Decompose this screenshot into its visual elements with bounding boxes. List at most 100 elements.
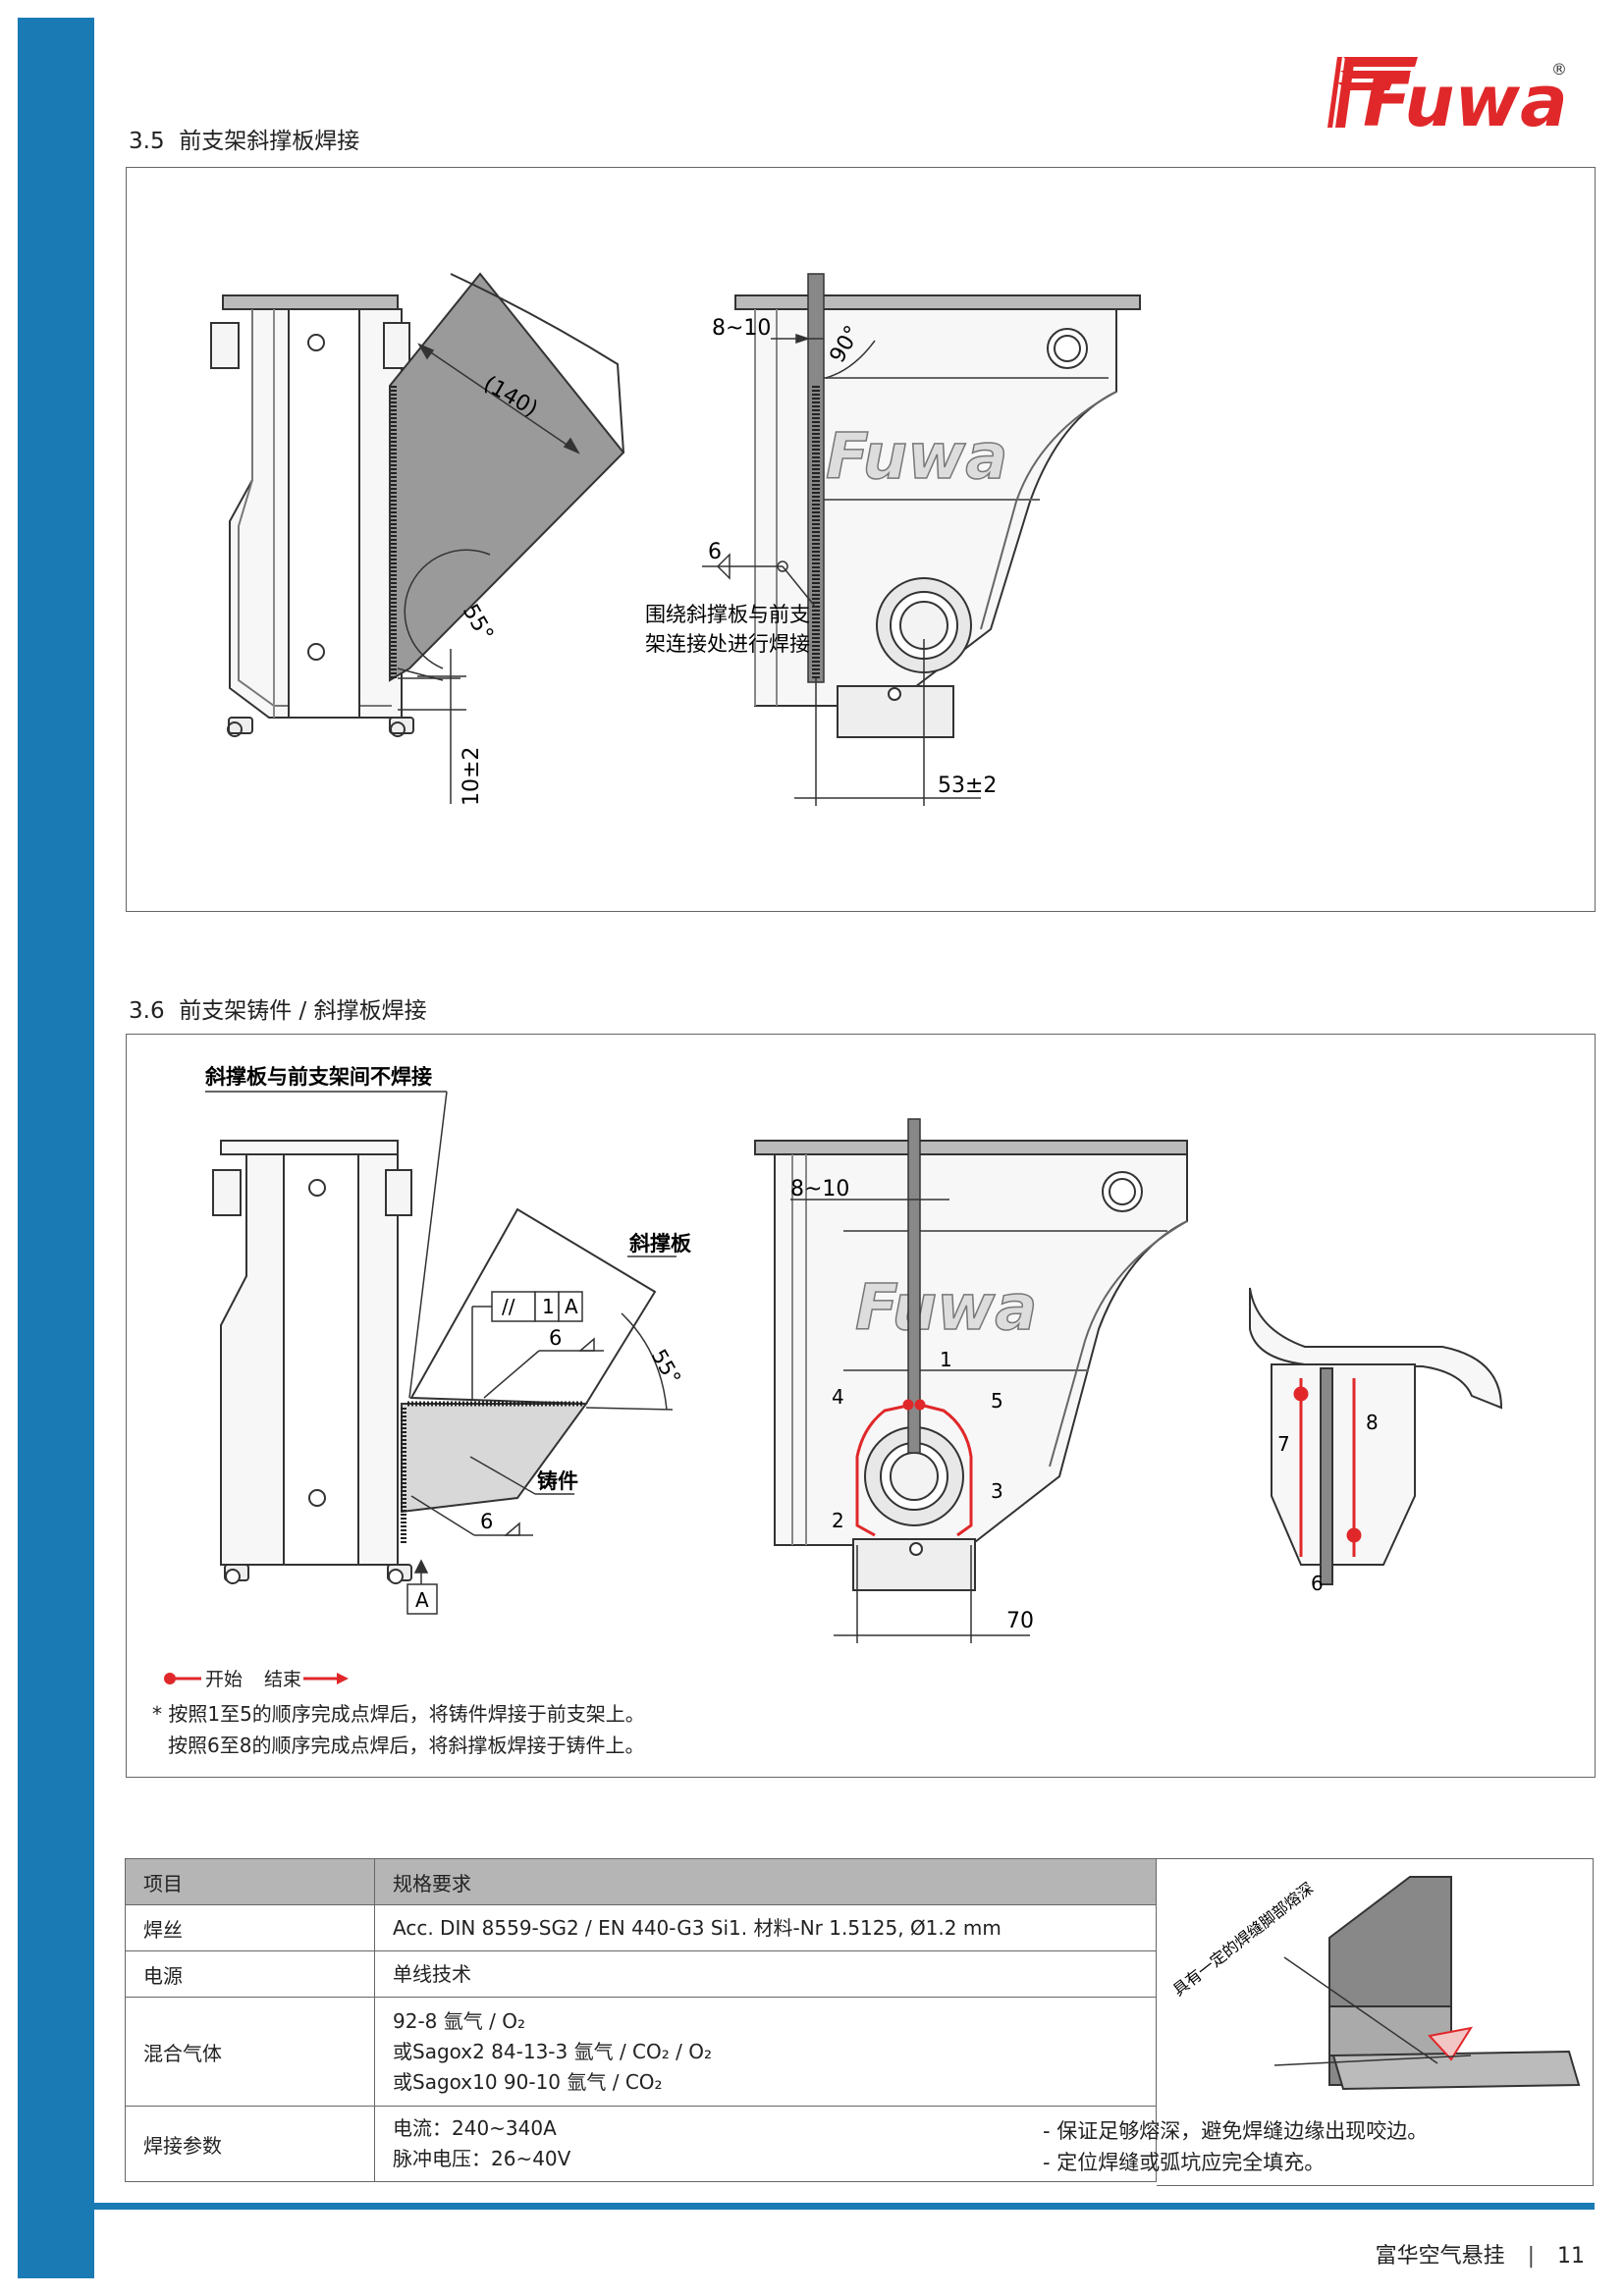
right-view-brace	[807, 273, 825, 683]
dimension-140	[417, 343, 580, 454]
header-item: 项目	[125, 1858, 375, 1905]
dim-70-label: 70	[1006, 1609, 1034, 1633]
casting-logo-middle: Fuwa	[855, 1272, 1037, 1345]
section-title-3-5: 3.5 前支架斜撑板焊接	[129, 122, 359, 155]
footnote: * 按照1至5的顺序完成点焊后，将铸件焊接于前支架上。 按照6至8的顺序完成点焊…	[152, 1698, 645, 1761]
page-number: 11	[1557, 2244, 1585, 2269]
dim-8-10-middle-label: 8~10	[790, 1177, 849, 1201]
angle-55-36-label: 55°	[647, 1346, 685, 1389]
footer-separator: |	[1527, 2244, 1535, 2269]
angle-90-arc	[825, 340, 876, 379]
footer-company: 富华空气悬挂	[1375, 2244, 1505, 2269]
spec-block: 项目 规格要求 焊丝 Acc. DIN 8559-SG2 / EN 440-G3…	[125, 1858, 1595, 2188]
weld-sequence-paths	[855, 1399, 973, 1537]
row-item: 焊接参数	[125, 2106, 375, 2182]
dim-53	[794, 639, 981, 806]
header-spec: 规格要求	[374, 1858, 1157, 1905]
figure-3-6-drawing: 斜撑板与前支架间不焊接 斜撑板 // 1 A 6 55° 铸件	[204, 1065, 1503, 1643]
row-value: 或Sagox10 90-10 氩气 / CO₂	[393, 2069, 663, 2094]
no-weld-leader	[408, 1091, 448, 1399]
start-marker-icon	[164, 1672, 201, 1684]
no-weld-label: 斜撑板与前支架间不焊接	[204, 1065, 432, 1089]
side-view-36	[1249, 1287, 1503, 1585]
dim-8-10-right-label: 8~10	[712, 316, 771, 341]
row-item: 混合气体	[125, 1997, 375, 2107]
brace-plate-36	[401, 1207, 657, 1545]
weld-6-label: 6	[708, 540, 722, 564]
middle-bracket-36	[754, 1140, 1188, 1591]
weld-legend: 开始 结束	[162, 1665, 350, 1691]
side-weld-paths	[1293, 1378, 1362, 1557]
dim-53-label: 53±2	[938, 774, 997, 798]
row-item: 电源	[125, 1950, 375, 1998]
row-value: 电流：240~340A	[393, 2116, 557, 2140]
dim-70	[834, 1545, 1030, 1643]
page-footer: 富华空气悬挂 | 11	[1376, 2238, 1585, 2269]
weld-notes: - 保证足够熔深，避免焊缝边缘出现咬边。 - 定位焊缝或弧坑应完全填充。	[1043, 2115, 1428, 2178]
row-value: 或Sagox2 84-13-3 氩气 / CO₂ / O₂	[393, 2039, 712, 2063]
middle-brace-plate	[907, 1118, 921, 1454]
table-row: 焊接参数 电流：240~340A 脉冲电压：26~40V	[125, 2106, 1157, 2182]
weld-6-top-label: 6	[549, 1326, 562, 1350]
casting-logo-right: Fuwa	[826, 421, 1007, 494]
fuwa-logo: Fuwa ®	[1327, 57, 1568, 137]
left-bracket-36	[212, 1140, 412, 1584]
end-arrow-icon	[303, 1672, 350, 1684]
seq-1: 1	[940, 1348, 952, 1371]
row-item: 焊丝	[125, 1904, 375, 1951]
spec-table: 项目 规格要求 焊丝 Acc. DIN 8559-SG2 / EN 440-G3…	[125, 1858, 1157, 2182]
seq-5: 5	[991, 1389, 1003, 1413]
sequence-labels-middle: 1 2 3 4 5	[832, 1348, 1003, 1532]
section-heading: 前支架铸件 / 斜撑板焊接	[179, 998, 427, 1024]
figure-3-5-drawing: (140) 55° 10±2	[210, 272, 1141, 806]
logo-text: Fuwa	[1363, 60, 1568, 137]
section-title-3-6: 3.6 前支架铸件 / 斜撑板焊接	[129, 991, 427, 1025]
footnote-line2: 按照6至8的顺序完成点焊后，将斜撑板焊接于铸件上。	[168, 1734, 645, 1757]
right-view-bracket	[734, 294, 1141, 738]
figure-frame-3-5: (140) 55° 10±2	[126, 167, 1596, 912]
dim-10-label: 10±2	[460, 747, 484, 806]
angle-55-36-arc	[621, 1312, 668, 1411]
seq-4: 4	[832, 1385, 844, 1409]
seq-3: 3	[991, 1479, 1003, 1503]
tolerance-datum: A	[565, 1295, 578, 1318]
legend-start: 开始	[205, 1669, 244, 1690]
weld-note-line2: 架连接处进行焊接	[645, 632, 810, 656]
legend-end: 结束	[264, 1669, 302, 1690]
section-number: 3.5	[129, 129, 165, 154]
side-weld-6: 6	[1311, 1572, 1324, 1595]
weld-6-bottom-label: 6	[480, 1510, 493, 1533]
weld-symbol-top	[483, 1337, 604, 1399]
dim-8-10-right	[771, 333, 824, 345]
brace-label: 斜撑板	[628, 1232, 692, 1255]
row-value: 92-8 氩气 / O₂	[393, 2008, 525, 2033]
dimension-10	[398, 649, 466, 804]
casting-label: 铸件	[537, 1469, 578, 1493]
left-view-bracket	[210, 294, 414, 737]
section-number: 3.6	[129, 998, 165, 1024]
tolerance-frame	[471, 1291, 583, 1400]
figure-frame-3-6: 斜撑板与前支架间不焊接 斜撑板 // 1 A 6 55° 铸件	[126, 1034, 1596, 1778]
seq-8: 8	[1366, 1411, 1379, 1434]
table-row: 电源 单线技术	[125, 1950, 1157, 1998]
casting-leader	[469, 1456, 536, 1495]
tolerance-value: 1	[542, 1295, 555, 1318]
tolerance-parallel: //	[502, 1295, 515, 1318]
seq-2: 2	[832, 1509, 844, 1532]
weld-section-drawing: 具有一定的焊缝脚部熔深	[1169, 1876, 1581, 2091]
registered-mark: ®	[1551, 60, 1567, 79]
weld-penetration-figure: 具有一定的焊缝脚部熔深	[1157, 1858, 1594, 2186]
table-row: 焊丝 Acc. DIN 8559-SG2 / EN 440-G3 Si1. 材料…	[125, 1904, 1157, 1951]
table-row: 混合气体 92-8 氩气 / O₂ 或Sagox2 84-13-3 氩气 / C…	[125, 1997, 1157, 2107]
datum-a-label: A	[415, 1588, 429, 1612]
weld-figure-label: 具有一定的焊缝脚部熔深	[1169, 1879, 1317, 2000]
weld-note: - 定位焊缝或弧坑应完全填充。	[1043, 2151, 1326, 2174]
left-view-brace-plate	[389, 272, 625, 682]
weld-note: - 保证足够熔深，避免焊缝边缘出现咬边。	[1043, 2119, 1429, 2143]
sidebar-stripe	[18, 18, 94, 2278]
angle-55-36-base	[585, 1407, 674, 1411]
weld-note-line1: 围绕斜撑板与前支	[645, 603, 810, 626]
section-heading: 前支架斜撑板焊接	[179, 129, 360, 154]
weld-symbol-6	[702, 553, 817, 609]
row-value: 脉冲电压：26~40V	[393, 2147, 571, 2170]
